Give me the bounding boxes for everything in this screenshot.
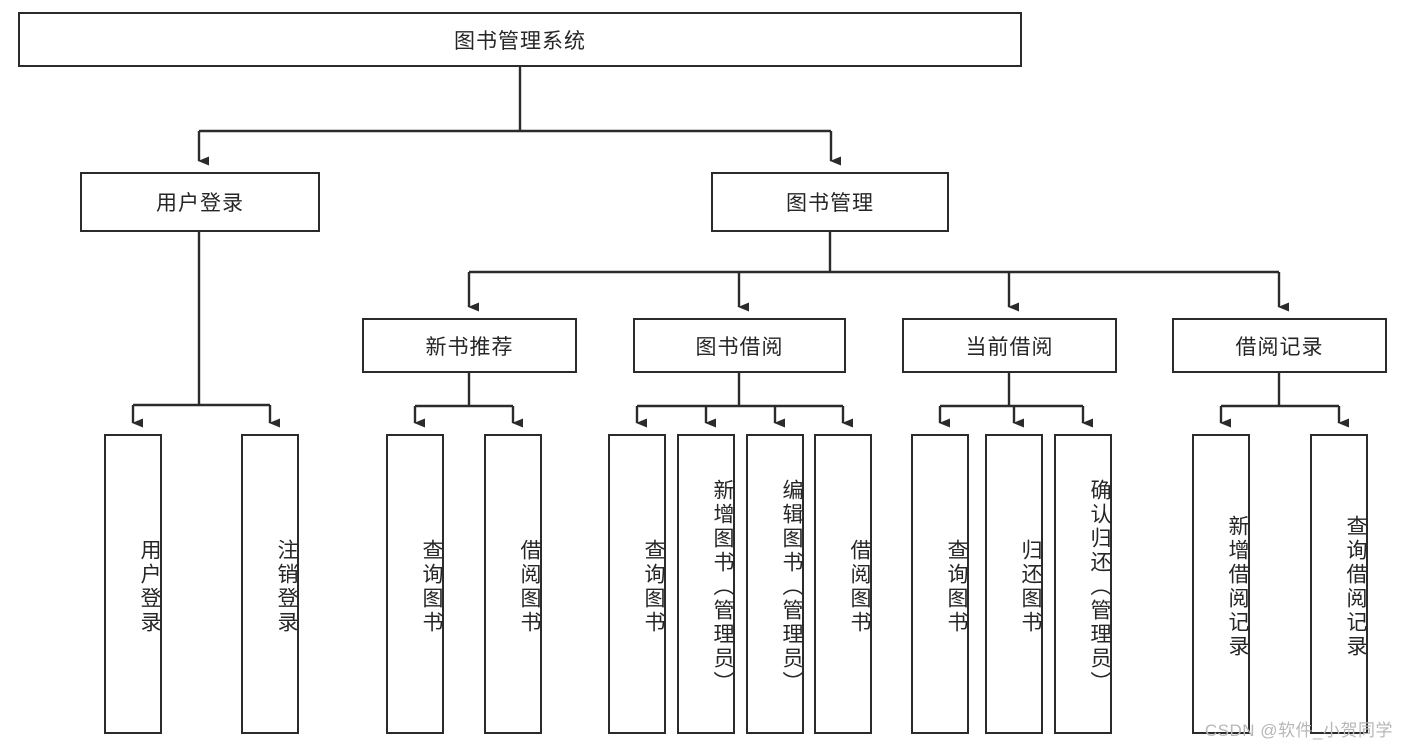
node-new-book-rec[interactable]: 新书推荐 bbox=[362, 318, 577, 373]
leaf-edit-book-label: 编辑图书（管理员） bbox=[780, 479, 803, 695]
node-book-manage[interactable]: 图书管理 bbox=[711, 172, 949, 232]
node-borrow-record-label: 借阅记录 bbox=[1235, 335, 1324, 359]
leaf-borrow-book[interactable]: 借阅图书 bbox=[814, 434, 872, 734]
leaf-borrow-book-rec-label: 借阅图书 bbox=[518, 539, 541, 635]
leaf-add-book-label: 新增图书（管理员） bbox=[711, 479, 734, 695]
node-book-borrow[interactable]: 图书借阅 bbox=[633, 318, 846, 373]
node-user-login[interactable]: 用户登录 bbox=[80, 172, 320, 232]
leaf-return-book-label: 归还图书 bbox=[1019, 539, 1042, 635]
leaf-borrow-book-label: 借阅图书 bbox=[848, 539, 871, 635]
node-user-login-label: 用户登录 bbox=[156, 192, 244, 215]
node-new-book-rec-label: 新书推荐 bbox=[425, 335, 514, 359]
watermark-text: CSDN @软件_小贺同学 bbox=[1204, 721, 1393, 740]
connector-borrow-record-to-leaves bbox=[1219, 373, 1349, 428]
node-book-manage-label: 图书管理 bbox=[786, 192, 874, 215]
leaf-return-book[interactable]: 归还图书 bbox=[985, 434, 1043, 734]
leaf-add-book[interactable]: 新增图书（管理员） bbox=[677, 434, 735, 734]
connector-user-login-to-leaves bbox=[131, 232, 280, 428]
leaf-add-record-label: 新增借阅记录 bbox=[1226, 515, 1249, 659]
leaf-query-book-cur[interactable]: 查询图书 bbox=[911, 434, 969, 734]
connector-root-to-level2 bbox=[197, 67, 841, 166]
leaf-query-book-cur-label: 查询图书 bbox=[945, 539, 968, 635]
connector-book-manage-to-level3 bbox=[467, 232, 1289, 312]
connector-book-borrow-to-leaves bbox=[635, 373, 853, 428]
connector-current-borrow-to-leaves bbox=[938, 373, 1093, 428]
leaf-logout[interactable]: 注销登录 bbox=[241, 434, 299, 734]
leaf-user-login[interactable]: 用户登录 bbox=[104, 434, 162, 734]
node-borrow-record[interactable]: 借阅记录 bbox=[1172, 318, 1387, 373]
leaf-confirm-return-label: 确认归还（管理员） bbox=[1088, 479, 1111, 695]
node-root[interactable]: 图书管理系统 bbox=[18, 12, 1022, 67]
connector-new-book-rec-to-leaves bbox=[413, 373, 523, 428]
leaf-logout-label: 注销登录 bbox=[275, 539, 298, 635]
leaf-query-book-rec-label: 查询图书 bbox=[420, 539, 443, 635]
leaf-query-record[interactable]: 查询借阅记录 bbox=[1310, 434, 1368, 734]
leaf-borrow-book-rec[interactable]: 借阅图书 bbox=[484, 434, 542, 734]
leaf-edit-book[interactable]: 编辑图书（管理员） bbox=[746, 434, 804, 734]
leaf-query-record-label: 查询借阅记录 bbox=[1344, 515, 1367, 659]
node-current-borrow-label: 当前借阅 bbox=[965, 335, 1054, 359]
leaf-user-login-label: 用户登录 bbox=[138, 539, 161, 635]
leaf-query-book-rec[interactable]: 查询图书 bbox=[386, 434, 444, 734]
node-current-borrow[interactable]: 当前借阅 bbox=[902, 318, 1117, 373]
leaf-query-book-borrow[interactable]: 查询图书 bbox=[608, 434, 666, 734]
node-book-borrow-label: 图书借阅 bbox=[695, 335, 784, 359]
node-root-label: 图书管理系统 bbox=[454, 29, 586, 53]
leaf-confirm-return[interactable]: 确认归还（管理员） bbox=[1054, 434, 1112, 734]
leaf-query-book-borrow-label: 查询图书 bbox=[642, 539, 665, 635]
leaf-add-record[interactable]: 新增借阅记录 bbox=[1192, 434, 1250, 734]
